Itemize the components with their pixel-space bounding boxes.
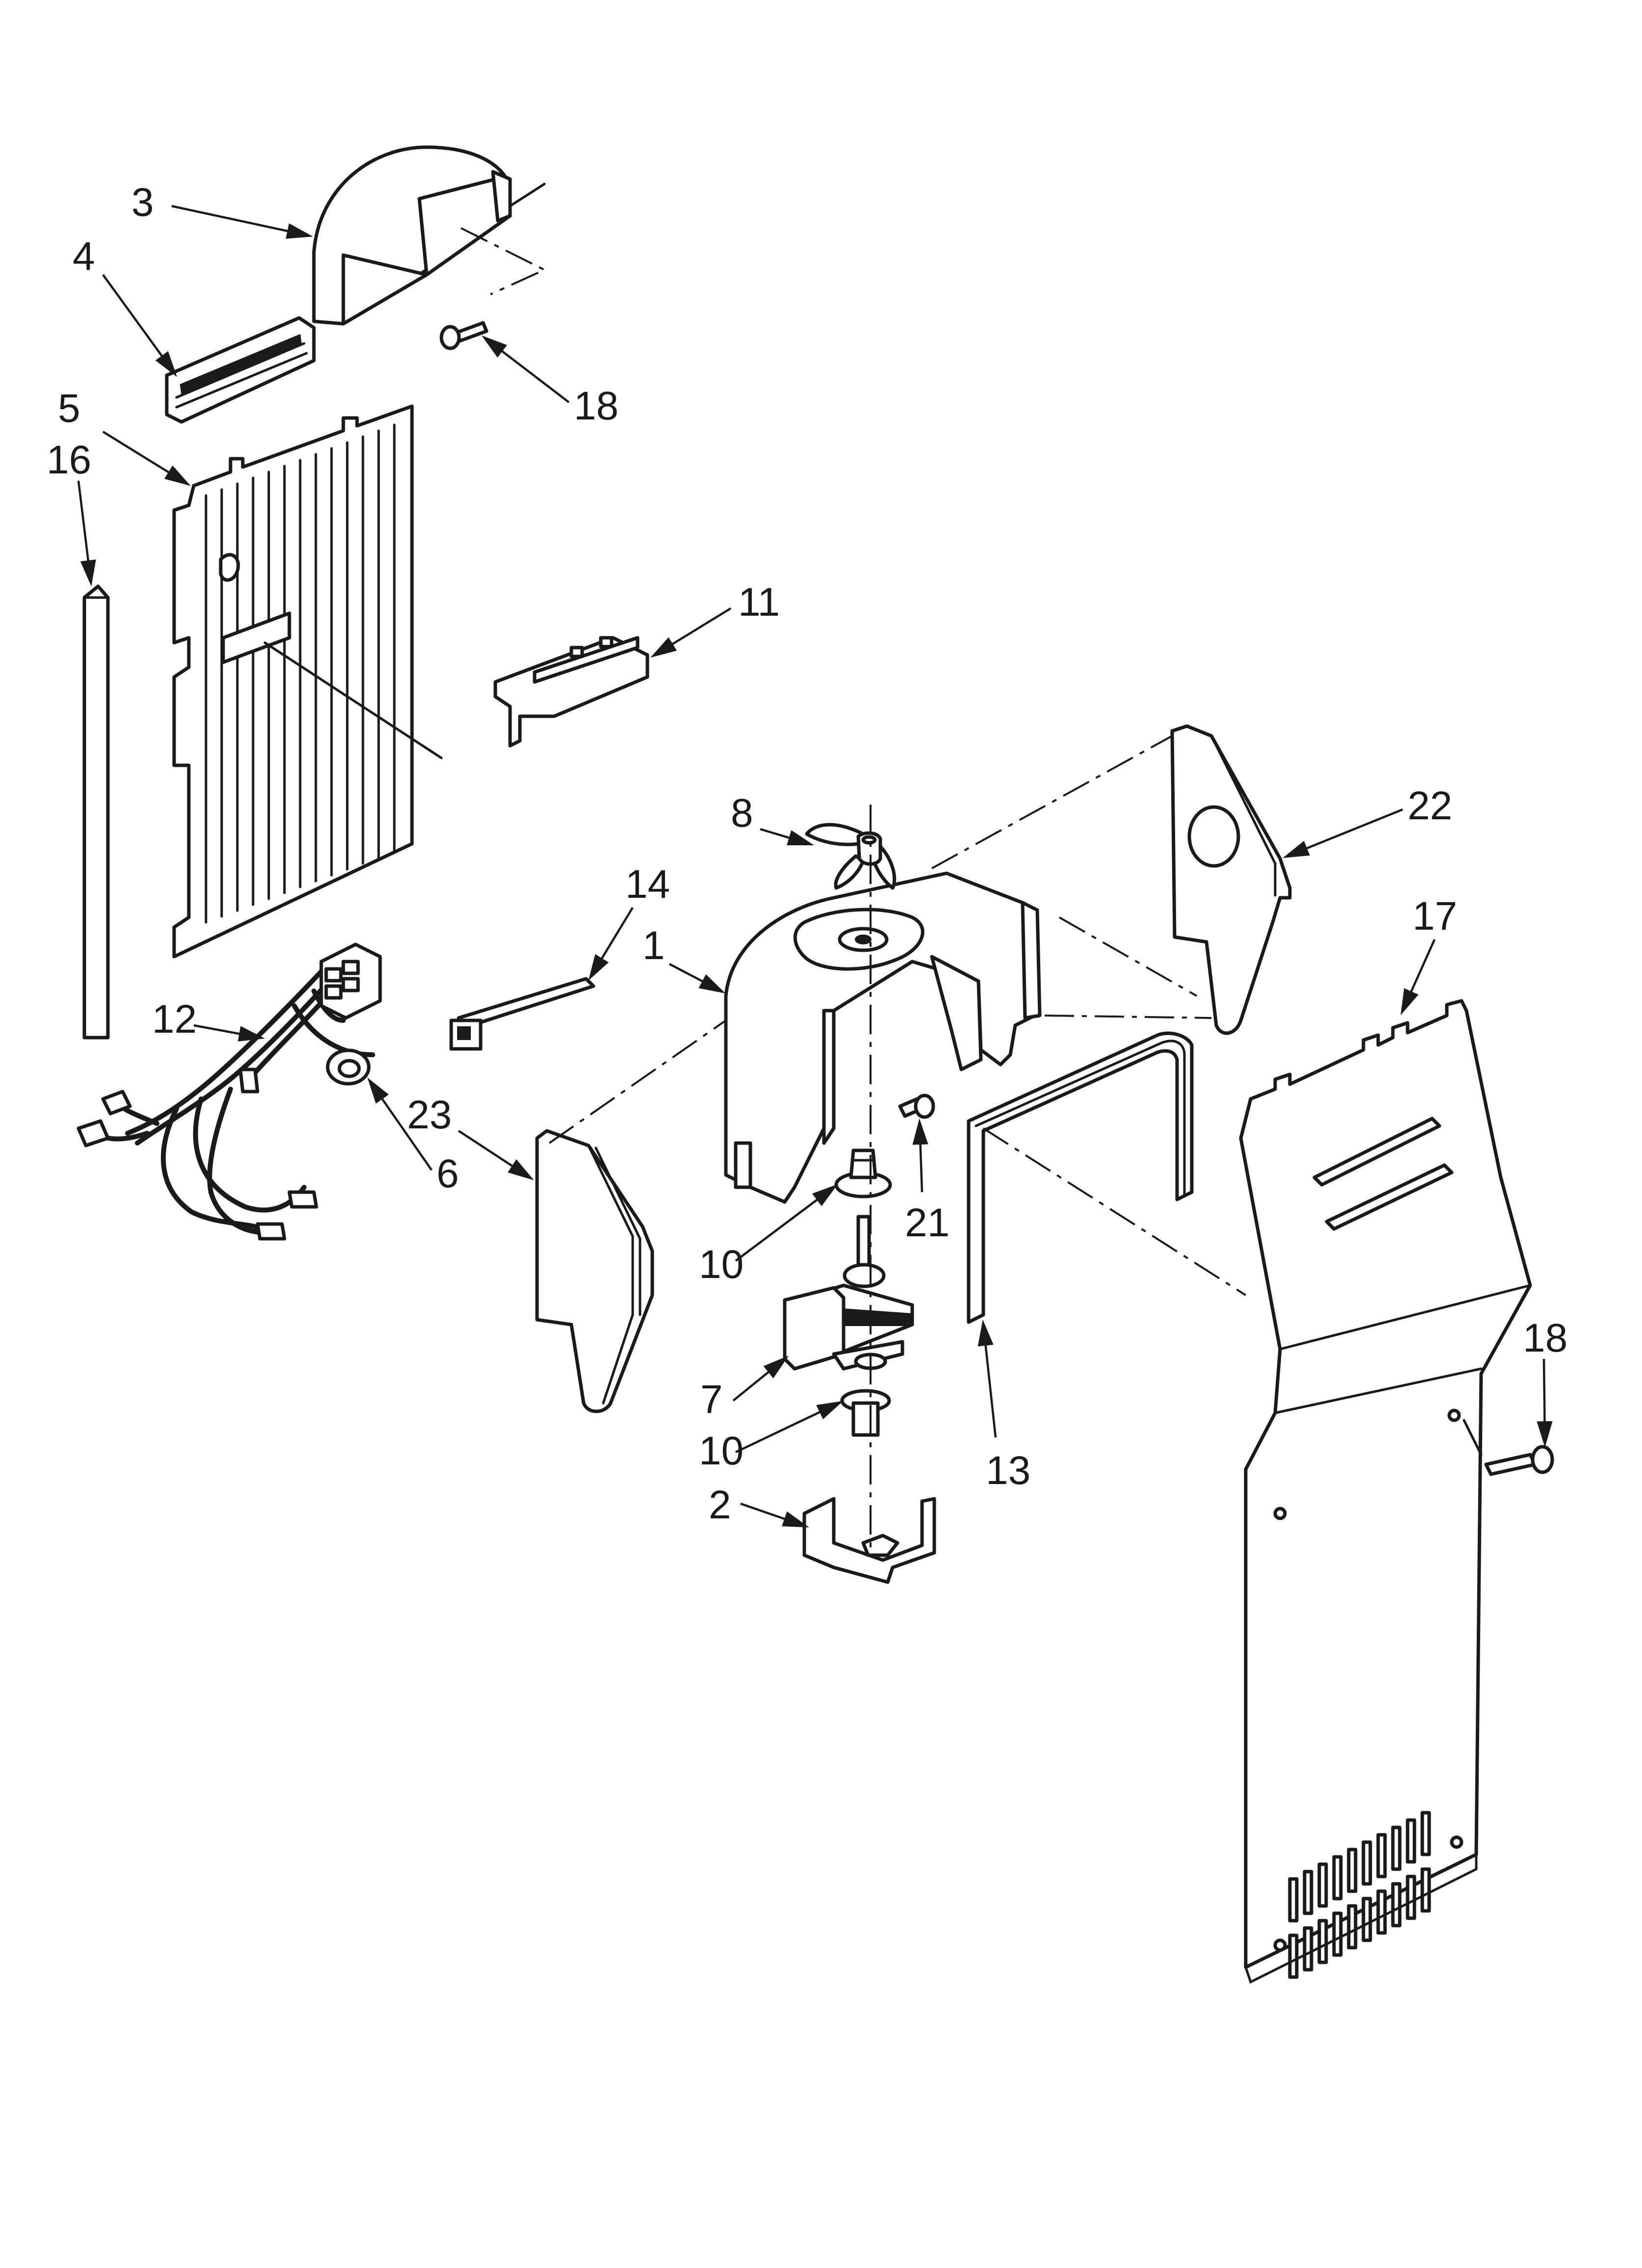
callout-7: 7 bbox=[700, 1377, 723, 1422]
leader-arrowhead bbox=[155, 351, 178, 377]
leader-arrowhead bbox=[588, 954, 609, 981]
callout-6: 6 bbox=[436, 1151, 459, 1196]
callout-1: 1 bbox=[642, 923, 665, 968]
callout-17: 17 bbox=[1412, 894, 1457, 938]
callout-22: 22 bbox=[1408, 783, 1452, 828]
callout-3: 3 bbox=[131, 180, 154, 225]
evaporator-cover bbox=[172, 404, 443, 959]
cable-tie bbox=[449, 977, 595, 1051]
vent-slot bbox=[1391, 1882, 1402, 1928]
leader-arrowhead bbox=[1537, 1421, 1553, 1448]
leader-line bbox=[171, 205, 308, 237]
harness-connector-main bbox=[319, 942, 382, 1020]
leader-arrowhead bbox=[698, 974, 726, 993]
damper-grille bbox=[165, 316, 316, 424]
callout-21: 21 bbox=[905, 1200, 949, 1245]
vent-slot bbox=[1303, 1870, 1313, 1915]
callout-10-lower: 10 bbox=[699, 1429, 744, 1473]
motor-grommet-lower bbox=[840, 1389, 891, 1437]
callout-11: 11 bbox=[738, 580, 780, 625]
vent-slot bbox=[1376, 1833, 1387, 1878]
fan-housing bbox=[724, 871, 1042, 1204]
vent-slot bbox=[1332, 1911, 1343, 1957]
motor-grommet-upper bbox=[834, 1148, 892, 1199]
insulation-strip bbox=[82, 584, 110, 1040]
gasket bbox=[967, 1031, 1194, 1324]
leader-arrowhead bbox=[285, 223, 313, 239]
vent-slot bbox=[1361, 1897, 1372, 1942]
wiring-harness bbox=[77, 942, 382, 1241]
leader-arrowhead bbox=[367, 1077, 389, 1104]
vent-slot bbox=[1406, 1875, 1416, 1920]
callout-2: 2 bbox=[709, 1483, 731, 1527]
callout-5: 5 bbox=[58, 386, 80, 431]
leader-arrowhead bbox=[164, 465, 191, 486]
vent-slot bbox=[1376, 1889, 1387, 1935]
vent-slot bbox=[1420, 1867, 1431, 1913]
leader-arrowhead bbox=[816, 1401, 844, 1419]
rear-panel bbox=[1239, 999, 1532, 1984]
callouts: 3 4 18 5 16 11 8 22 14 1 17 12 23 6 21 1… bbox=[47, 180, 1567, 1527]
callout-16: 16 bbox=[47, 438, 91, 482]
vent-slot bbox=[1317, 1919, 1328, 1964]
guide-lines bbox=[548, 735, 1247, 1296]
leader-arrowhead bbox=[787, 830, 815, 845]
callout-13: 13 bbox=[986, 1448, 1030, 1493]
screw-18-right bbox=[1462, 1419, 1554, 1476]
leader-arrowhead bbox=[977, 1319, 994, 1347]
vent-slot bbox=[1332, 1855, 1343, 1901]
fan-blade bbox=[805, 823, 897, 890]
callout-10-upper: 10 bbox=[699, 1242, 744, 1287]
vent-slot bbox=[1317, 1862, 1328, 1908]
side-panel bbox=[1170, 724, 1292, 1035]
leader-arrowhead bbox=[812, 1184, 838, 1206]
fan-motor bbox=[783, 1215, 914, 1371]
vent-slot bbox=[1347, 1848, 1358, 1893]
vent-slot bbox=[1391, 1825, 1402, 1871]
leader-arrowhead bbox=[1400, 988, 1419, 1016]
leader-arrowhead bbox=[763, 1356, 789, 1379]
leader-arrowhead bbox=[912, 1118, 928, 1145]
vent-slot bbox=[1288, 1933, 1299, 1979]
callout-23: 23 bbox=[407, 1093, 452, 1137]
vent-slot bbox=[1347, 1904, 1358, 1950]
callout-8: 8 bbox=[731, 791, 753, 835]
leader-arrowhead bbox=[508, 1159, 534, 1180]
leader-arrowhead bbox=[782, 1511, 809, 1528]
callout-18-top: 18 bbox=[574, 384, 618, 428]
leader-arrowhead bbox=[1283, 841, 1310, 858]
motor-bracket bbox=[802, 1497, 936, 1584]
foam-block bbox=[535, 1129, 654, 1413]
leader-arrowhead bbox=[80, 559, 96, 587]
thermostat-bracket bbox=[493, 636, 649, 748]
callout-18-right: 18 bbox=[1523, 1316, 1567, 1360]
callout-4: 4 bbox=[73, 234, 95, 279]
vent-slot bbox=[1420, 1811, 1431, 1856]
leader-arrowhead bbox=[650, 637, 677, 658]
air-diffuser bbox=[312, 145, 547, 326]
callout-14: 14 bbox=[625, 862, 670, 907]
leader-arrowhead bbox=[237, 1026, 265, 1042]
leader-lines bbox=[77, 205, 1553, 1528]
vent-slot bbox=[1361, 1840, 1372, 1886]
screw-21 bbox=[898, 1094, 935, 1119]
screw-18-top bbox=[439, 321, 488, 350]
grommet bbox=[326, 1048, 371, 1086]
vent-slot bbox=[1406, 1818, 1416, 1864]
callout-12: 12 bbox=[152, 997, 197, 1042]
vent-slot bbox=[1288, 1877, 1299, 1923]
vent-slot bbox=[1303, 1926, 1313, 1972]
leader-arrowhead bbox=[481, 335, 507, 358]
